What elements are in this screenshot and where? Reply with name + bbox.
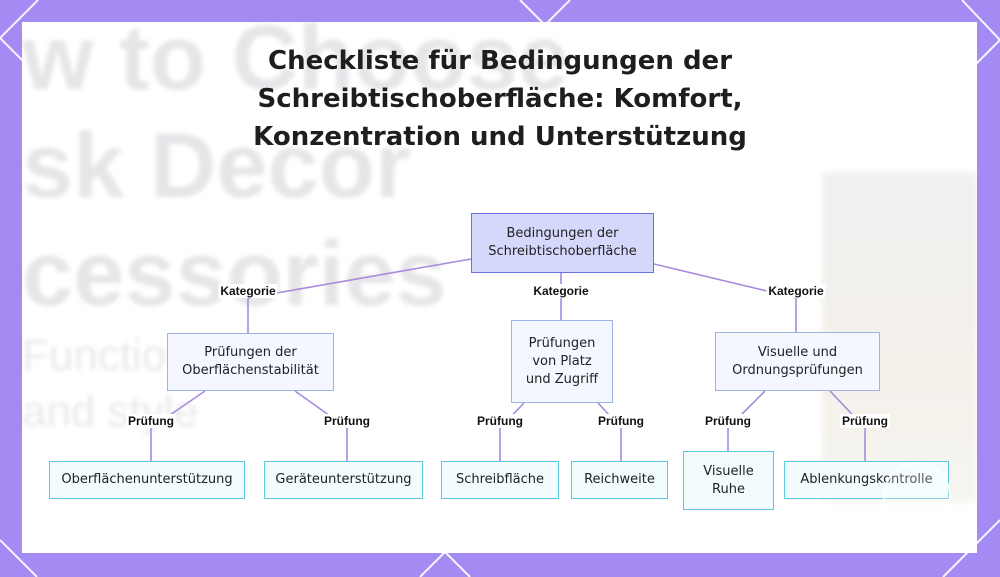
category-node-label: Prüfungen von Platz und Zugriff bbox=[519, 335, 605, 389]
edge-category-2-to-leaf-1 bbox=[500, 403, 524, 461]
category-node-label: Visuelle und Ordnungsprüfungen bbox=[723, 344, 873, 380]
edge-label-kategorie: Kategorie bbox=[531, 284, 590, 298]
edge-label-kategorie: Kategorie bbox=[218, 284, 277, 298]
diagram-title: Checkliste für Bedingungen der Schreibti… bbox=[180, 42, 820, 156]
leaf-node-label: Oberflächenunterstützung bbox=[61, 471, 232, 489]
root-node: Bedingungen der Schreibtischoberfläche bbox=[471, 213, 654, 273]
edge-root-to-category-1 bbox=[248, 259, 471, 333]
leaf-node-label: Schreibfläche bbox=[456, 471, 544, 489]
category-node-visual-order: Visuelle und Ordnungsprüfungen bbox=[715, 332, 880, 391]
category-node-label: Prüfungen der Oberflächenstabilität bbox=[176, 344, 326, 380]
leaf-node-surface-support: Oberflächenunterstützung bbox=[49, 461, 245, 499]
edge-category-2-to-leaf-2 bbox=[598, 403, 621, 461]
edge-label-pruefung: Prüfung bbox=[322, 414, 372, 428]
edge-label-pruefung: Prüfung bbox=[703, 414, 753, 428]
leaf-node-reach: Reichweite bbox=[571, 461, 668, 499]
leaf-node-writing-surface: Schreibfläche bbox=[441, 461, 559, 499]
leaf-node-label: Geräteunterstützung bbox=[275, 471, 411, 489]
edge-label-pruefung: Prüfung bbox=[596, 414, 646, 428]
edge-label-pruefung: Prüfung bbox=[126, 414, 176, 428]
category-node-space-access: Prüfungen von Platz und Zugriff bbox=[511, 320, 613, 403]
root-node-label: Bedingungen der Schreibtischoberfläche bbox=[472, 225, 653, 261]
leaf-node-label: Reichweite bbox=[584, 471, 655, 489]
edge-label-kategorie: Kategorie bbox=[766, 284, 825, 298]
watermark-badge bbox=[883, 462, 951, 530]
edge-label-pruefung: Prüfung bbox=[475, 414, 525, 428]
leaf-node-visual-calm: Visuelle Ruhe bbox=[683, 451, 774, 510]
leaf-node-device-support: Geräteunterstützung bbox=[264, 461, 423, 499]
leaf-node-label: Visuelle Ruhe bbox=[699, 463, 759, 499]
edge-root-to-category-3 bbox=[654, 264, 796, 332]
edge-label-pruefung: Prüfung bbox=[840, 414, 890, 428]
category-node-surface-stability: Prüfungen der Oberflächenstabilität bbox=[167, 333, 334, 391]
